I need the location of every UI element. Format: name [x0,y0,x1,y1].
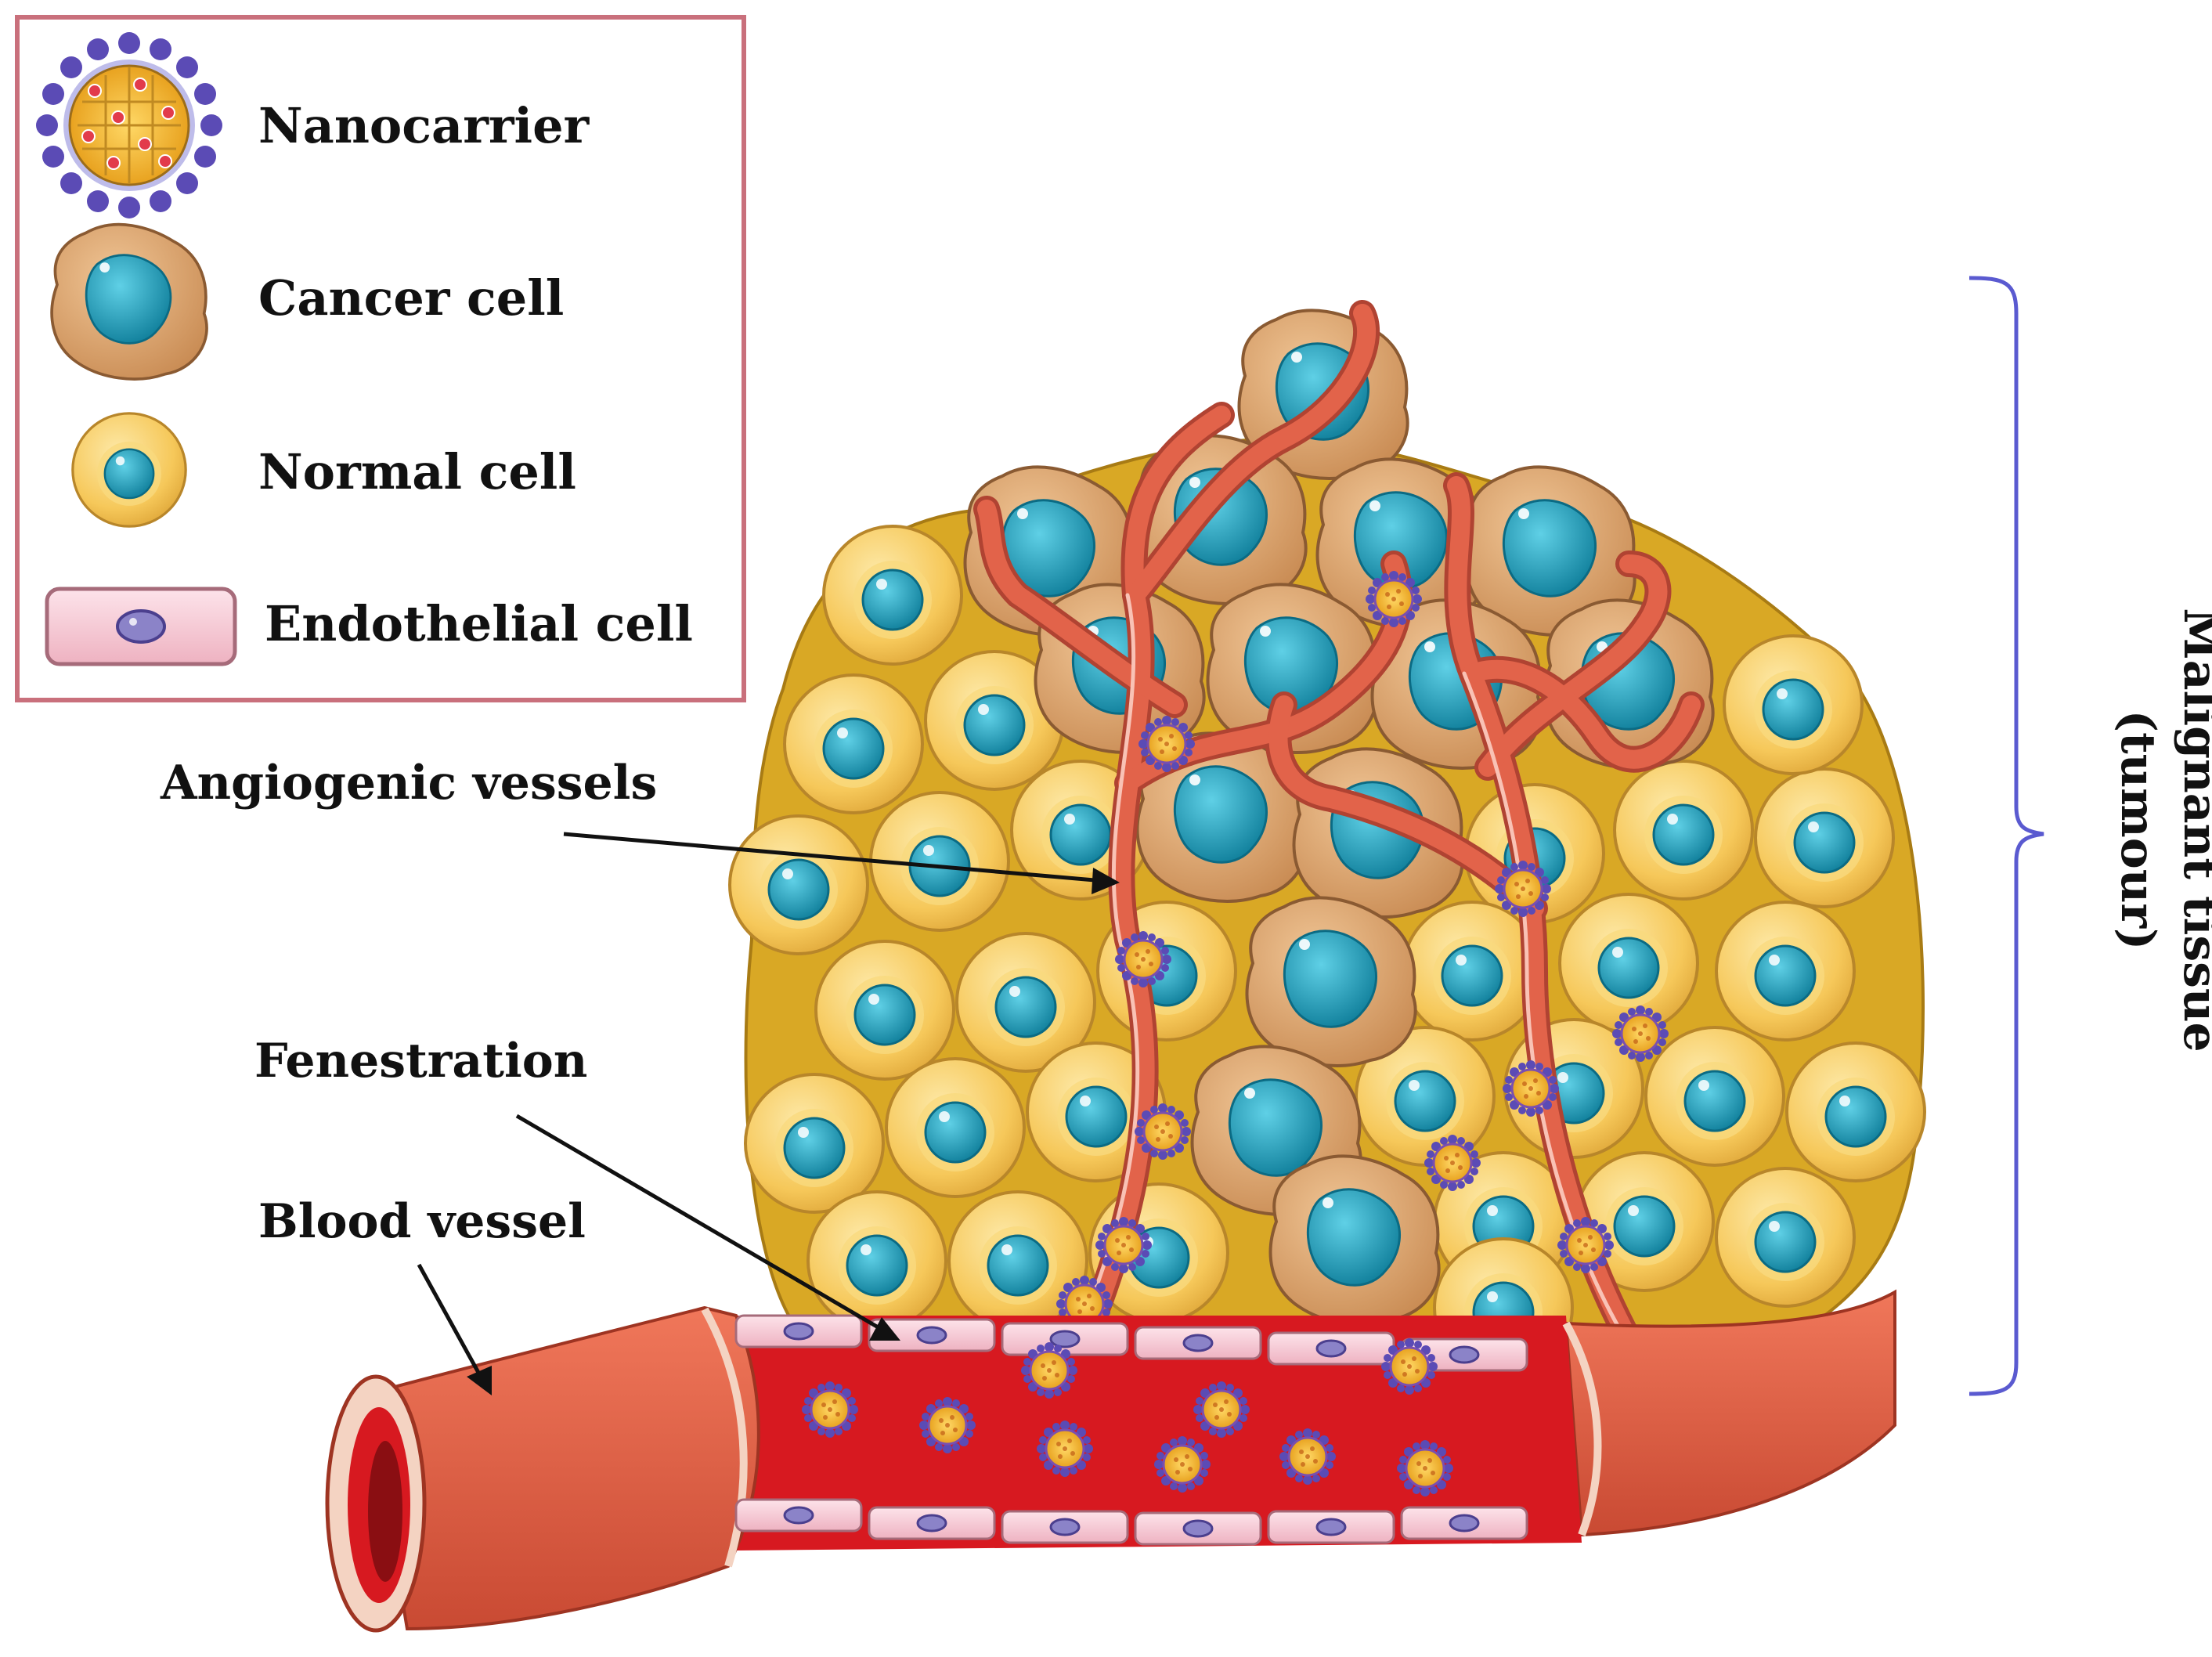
cancer-cell-icon [50,222,208,381]
legend-label-endothelial-cell: Endothelial cell [265,595,693,652]
arrow-blood-vessel [417,1263,484,1380]
nanocarrier-icon [36,32,222,218]
legend: Nanocarrier Cancer cell Normal cell Endo… [15,15,746,702]
callout-angiogenic-vessels: Angiogenic vessels [160,756,657,810]
malignant-tissue-bracket: Malignant tissue (tumour) [1968,276,2212,1396]
callouts: Angiogenic vessels Fenestration Blood ve… [160,756,1120,1395]
callout-fenestration: Fenestration [254,1034,587,1088]
callout-blood-vessel: Blood vessel [258,1194,586,1249]
legend-label-nanocarrier: Nanocarrier [258,97,590,154]
arrow-angiogenic-vessels [563,832,1105,883]
angiogenic-vessels [973,300,1705,1352]
tumour-tissue [728,300,1926,1378]
endothelial-cell-icon [45,587,237,666]
arrow-fenestration [515,1114,886,1334]
legend-label-normal-cell: Normal cell [258,443,576,500]
normal-cell-icon [71,412,187,528]
bracket-label-line1: Malignant tissue [2173,608,2212,1052]
legend-label-cancer-cell: Cancer cell [258,269,564,327]
blood-vessel [325,1289,1896,1633]
bracket-label-line2: (tumour) [2110,710,2165,951]
